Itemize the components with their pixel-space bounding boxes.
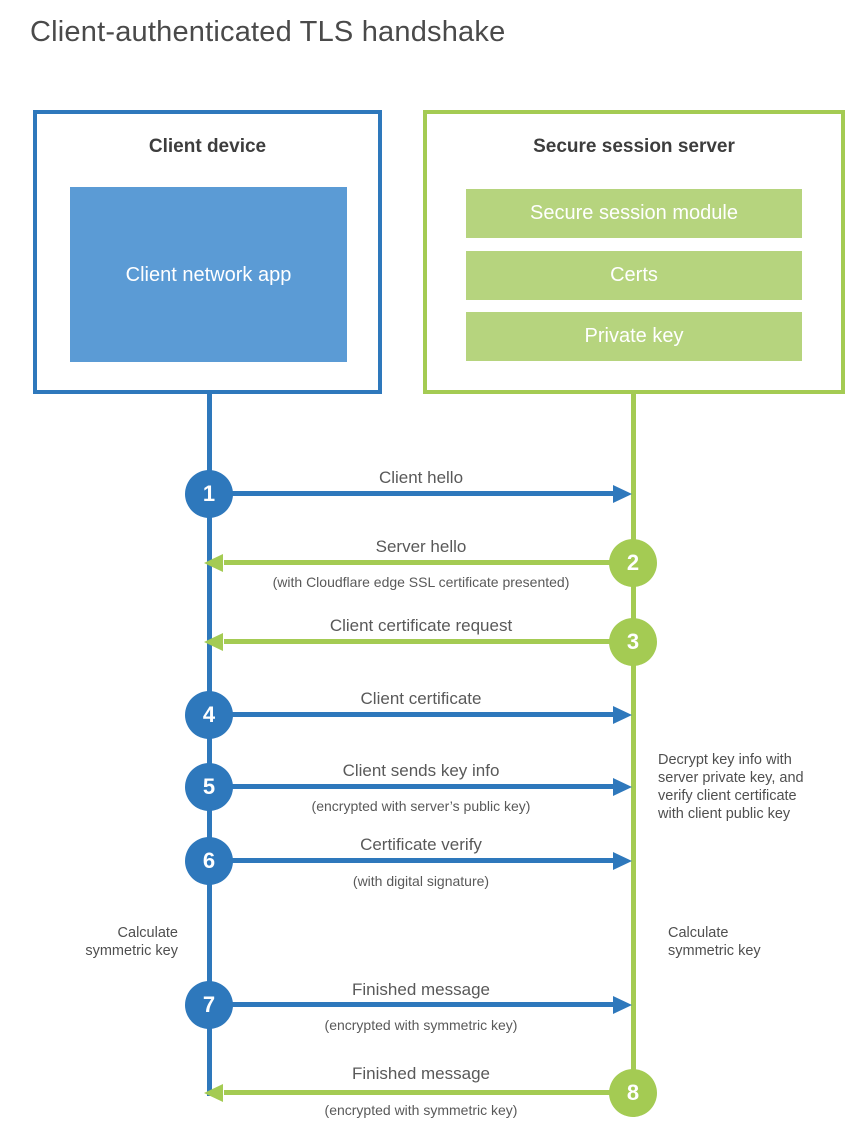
arrowhead-left-icon bbox=[204, 633, 223, 651]
arrow-label: Finished message bbox=[352, 1064, 490, 1083]
arrowhead-right-icon bbox=[613, 706, 632, 724]
page-title: Client-authenticated TLS handshake bbox=[30, 16, 506, 48]
step-circle-4: 4 bbox=[185, 691, 233, 739]
client-network-app-box: Client network app bbox=[70, 187, 347, 362]
client-lifeline bbox=[207, 392, 212, 1096]
note-calculate-symmetric-key-client: Calculate symmetric key bbox=[85, 925, 178, 960]
arrowhead-left-icon bbox=[204, 554, 223, 572]
arrow-label: Finished message bbox=[352, 980, 490, 999]
arrow-shaft bbox=[209, 491, 615, 496]
arrow-shaft bbox=[224, 639, 633, 644]
client-device-title: Client device bbox=[148, 136, 267, 157]
server-module-bar: Secure session module bbox=[466, 189, 802, 238]
client-network-app-label: Client network app bbox=[125, 263, 292, 286]
step-circle-2: 2 bbox=[609, 539, 657, 587]
server-box-title: Secure session server bbox=[533, 136, 735, 157]
step-circle-7: 7 bbox=[185, 981, 233, 1029]
arrow-subtitle: (encrypted with symmetric key) bbox=[324, 1017, 518, 1033]
arrow-shaft bbox=[209, 712, 615, 717]
arrowhead-right-icon bbox=[613, 485, 632, 503]
arrow-subtitle: (with Cloudflare edge SSL certificate pr… bbox=[272, 574, 570, 590]
note-decrypt-key-info: Decrypt key info with server private key… bbox=[658, 752, 804, 823]
arrow-shaft bbox=[209, 1002, 615, 1007]
arrow-subtitle: (with digital signature) bbox=[352, 873, 490, 889]
arrowhead-right-icon bbox=[613, 852, 632, 870]
arrowhead-right-icon bbox=[613, 778, 632, 796]
arrowhead-left-icon bbox=[204, 1084, 223, 1102]
client-device-box: Client device Client network app bbox=[33, 110, 382, 394]
note-calculate-symmetric-key-server: Calculate symmetric key bbox=[668, 925, 761, 960]
arrow-label: Client sends key info bbox=[342, 761, 500, 780]
step-circle-8: 8 bbox=[609, 1069, 657, 1117]
server-lifeline bbox=[631, 392, 636, 1093]
arrow-label: Client certificate request bbox=[329, 616, 513, 635]
arrowhead-right-icon bbox=[613, 996, 632, 1014]
step-circle-1: 1 bbox=[185, 470, 233, 518]
arrow-shaft bbox=[209, 784, 615, 789]
arrow-subtitle: (encrypted with symmetric key) bbox=[324, 1102, 518, 1118]
arrow-shaft bbox=[224, 560, 633, 565]
step-circle-6: 6 bbox=[185, 837, 233, 885]
arrow-label: Server hello bbox=[375, 537, 467, 556]
server-module-bar: Certs bbox=[466, 251, 802, 300]
arrow-subtitle: (encrypted with server’s public key) bbox=[311, 798, 531, 814]
step-circle-3: 3 bbox=[609, 618, 657, 666]
arrow-label: Client certificate bbox=[360, 689, 482, 708]
arrow-shaft bbox=[224, 1090, 633, 1095]
step-circle-5: 5 bbox=[185, 763, 233, 811]
arrow-label: Client hello bbox=[378, 468, 464, 487]
arrow-label: Certificate verify bbox=[360, 835, 482, 854]
server-module-bar: Private key bbox=[466, 312, 802, 361]
server-box: Secure session server Secure session mod… bbox=[423, 110, 845, 394]
arrow-shaft bbox=[209, 858, 615, 863]
